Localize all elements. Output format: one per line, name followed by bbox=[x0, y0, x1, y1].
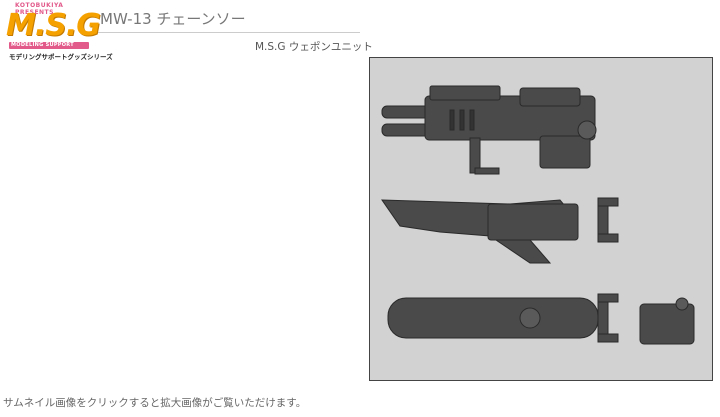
logo-bar bbox=[9, 42, 89, 49]
logo-presenter-text: KOTOBUKIYA PRESENTS bbox=[15, 2, 64, 16]
title-divider bbox=[98, 32, 360, 33]
chainsaw-part bbox=[387, 293, 695, 345]
logo-sub-text: MODELING SUPPORT GOODS bbox=[11, 42, 74, 55]
blade-part bbox=[381, 197, 619, 264]
logo-japanese-text: モデリングサポートグッズシリーズ bbox=[9, 53, 113, 61]
product-subtitle: M.S.G ウェポンユニット bbox=[255, 41, 373, 53]
gun-part bbox=[381, 85, 597, 175]
chainsaw-parts-image bbox=[381, 85, 695, 345]
product-title: MW-13 チェーンソー bbox=[100, 10, 246, 28]
msg-logo: KOTOBUKIYA PRESENTS M.S.G MODELING SUPPO… bbox=[3, 2, 113, 64]
product-thumbnail[interactable] bbox=[369, 57, 713, 381]
footer-note: サムネイル画像をクリックすると拡大画像がご覧いただけます。 bbox=[3, 397, 307, 409]
logo-mark: M.S.G bbox=[6, 8, 101, 43]
